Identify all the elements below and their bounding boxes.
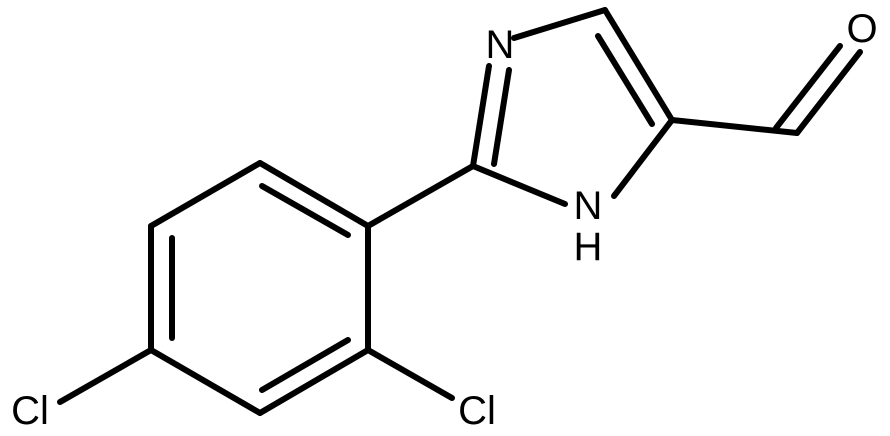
- bond-c4-c5-double: [595, 33, 655, 127]
- bond-c5-n1: [611, 117, 675, 199]
- bond-ar2-ar3: [148, 160, 263, 229]
- bond-ar4-cl: [57, 347, 154, 405]
- bond-ar5-ar6: [257, 347, 371, 416]
- atom-label-n3: N: [486, 23, 515, 67]
- atom-label-n1: N: [574, 184, 603, 228]
- bond-c2-n3: [470, 63, 492, 169]
- bond-c4-c5: [602, 7, 675, 123]
- bond-cho-o: [794, 49, 863, 136]
- bond-cho-o-double: [773, 43, 843, 131]
- atom-label-cl-ortho: Cl: [458, 389, 496, 433]
- bond-ar1-ar2-inner: [259, 183, 351, 238]
- bond-n1-c2: [470, 163, 568, 207]
- bond-ar6-cl: [365, 347, 455, 401]
- bond-ar4-ar5: [148, 347, 263, 416]
- bond-ar1-ar2: [257, 160, 371, 229]
- atom-label-n1-hydrogen: H: [574, 225, 603, 269]
- bond-ar5-ar6-inner: [259, 337, 351, 393]
- bond-n3-c4: [511, 7, 608, 41]
- bond-c2-phenyl: [365, 163, 476, 229]
- atom-label-oxygen: O: [846, 7, 877, 51]
- atom-label-cl-para: Cl: [11, 389, 49, 433]
- bond-c2-n3-double: [491, 67, 512, 167]
